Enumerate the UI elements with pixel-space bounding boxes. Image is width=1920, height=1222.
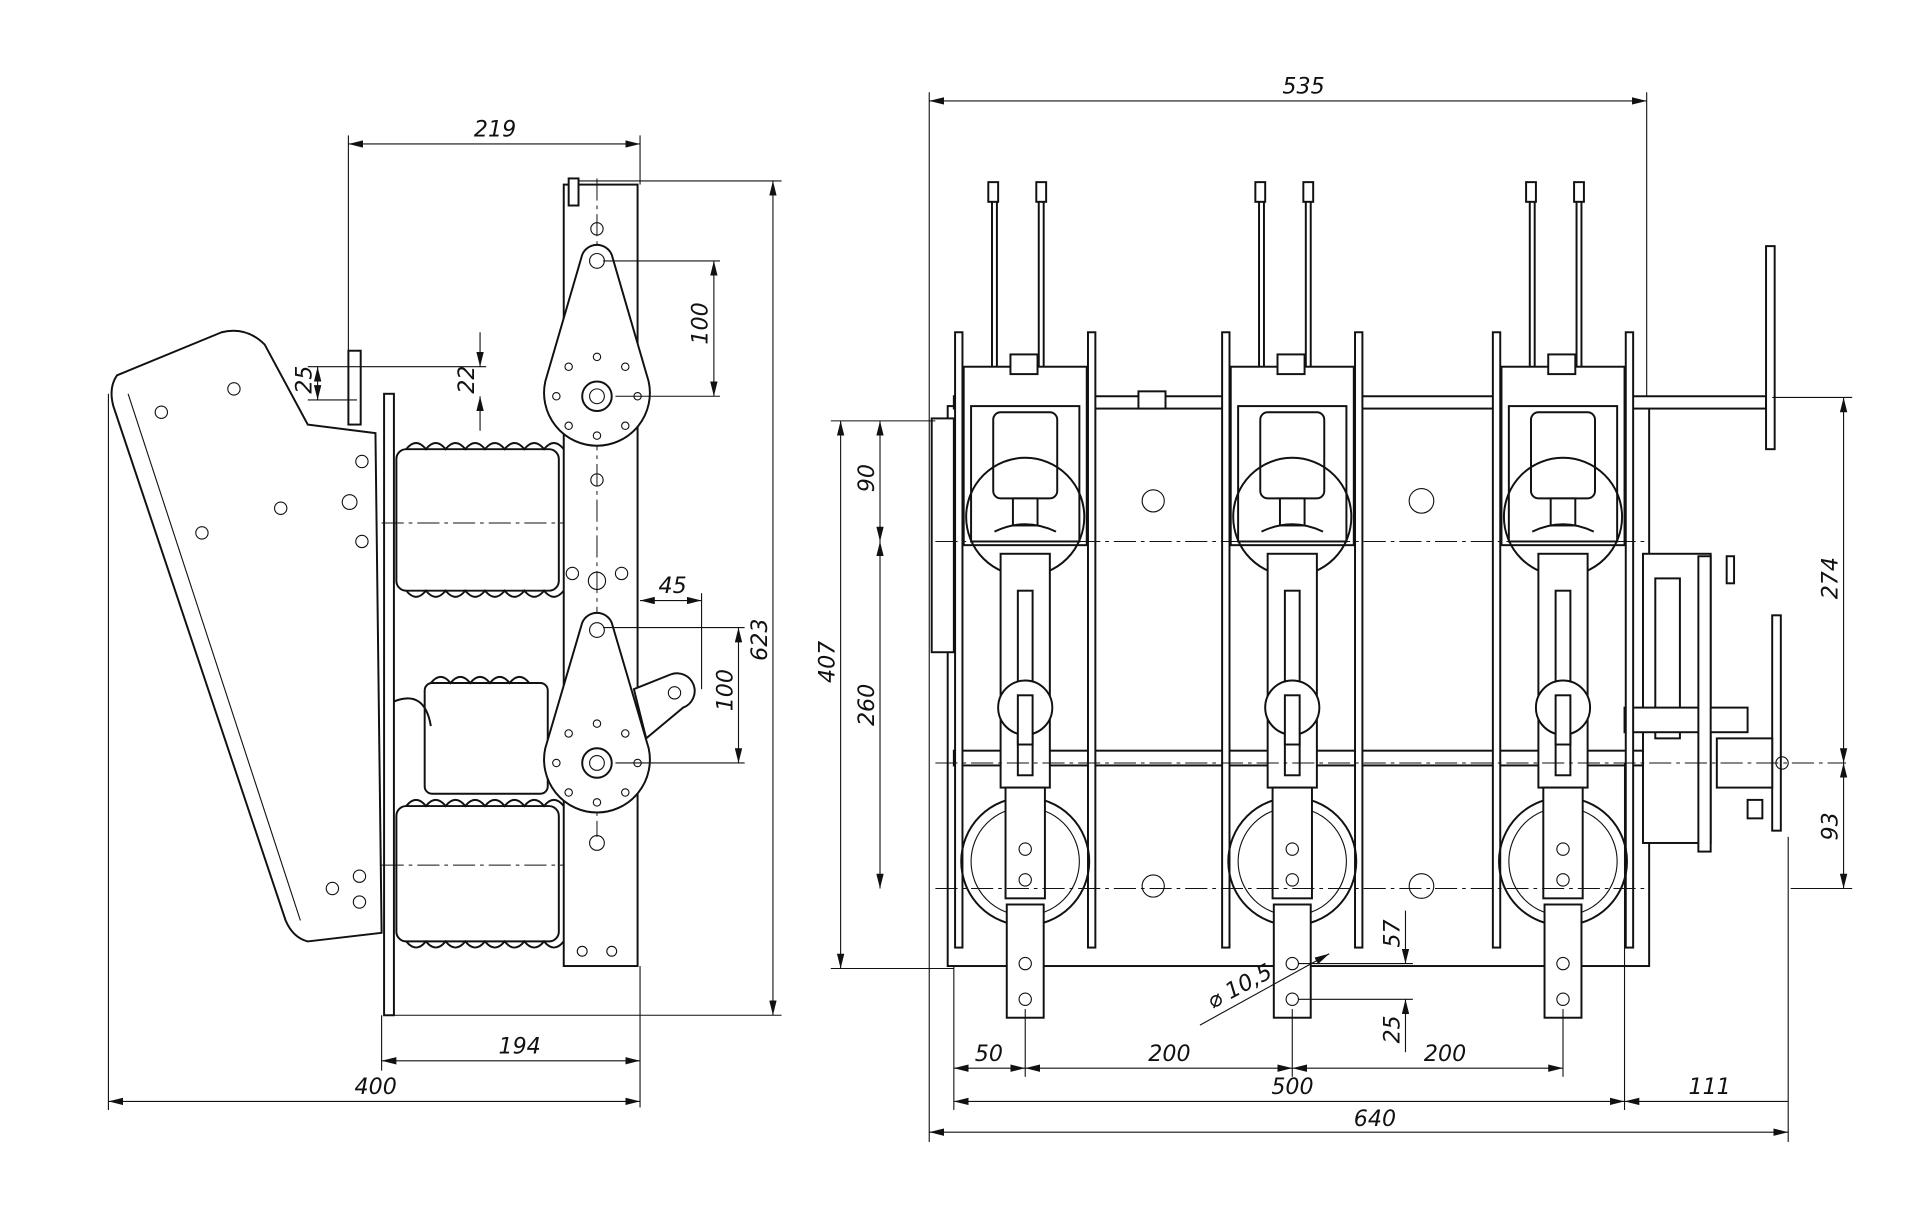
side-view-dimensions: 219 623 100 22 25 45 100 194 400 xyxy=(107,117,782,1111)
dim-535: 535 xyxy=(1282,74,1324,100)
dim-640: 640 xyxy=(1354,1106,1396,1132)
front-view-dimensions: 535 407 90 260 274 93 57 25 ⌀ 10,5 50 20… xyxy=(814,74,1853,1143)
insulators xyxy=(381,442,573,949)
dim-93: 93 xyxy=(1817,812,1843,840)
side-view xyxy=(110,177,696,1017)
dim-50: 50 xyxy=(975,1041,1003,1067)
dim-22: 22 xyxy=(454,366,480,394)
dim-57: 57 xyxy=(1379,919,1405,947)
dim-400: 400 xyxy=(355,1074,397,1100)
drive-mechanism xyxy=(1623,552,1789,853)
drive-housing xyxy=(110,329,383,943)
dim-407: 407 xyxy=(814,641,840,683)
dim-111: 111 xyxy=(1689,1074,1731,1100)
dim-260: 260 xyxy=(854,684,880,726)
dim-hole-diameter: ⌀ 10,5 xyxy=(1203,959,1277,1015)
dim-623: 623 xyxy=(747,619,773,661)
dim-25-bracket: 25 xyxy=(291,366,317,394)
dim-100-upper: 100 xyxy=(688,302,714,344)
dim-90: 90 xyxy=(854,464,880,492)
dim-274: 274 xyxy=(1817,557,1843,599)
front-view xyxy=(930,181,1847,1019)
dim-200-left: 200 xyxy=(1148,1041,1190,1067)
dim-500: 500 xyxy=(1271,1074,1313,1100)
dim-45: 45 xyxy=(658,573,686,599)
dim-219: 219 xyxy=(474,117,516,143)
dim-25-terminal: 25 xyxy=(1379,1015,1405,1043)
dim-100-lower: 100 xyxy=(712,669,738,711)
dim-200-right: 200 xyxy=(1424,1041,1466,1067)
dim-194: 194 xyxy=(499,1033,541,1059)
